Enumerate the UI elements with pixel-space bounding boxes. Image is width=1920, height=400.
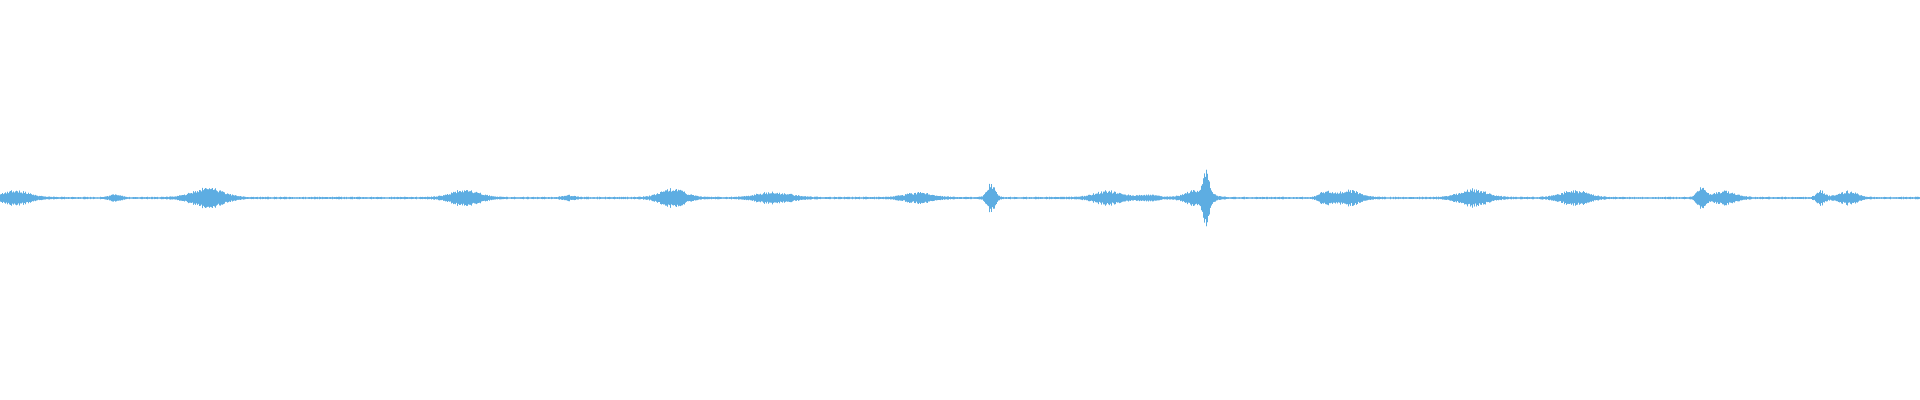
waveform-bars — [0, 169, 1920, 227]
waveform-amplitude-path — [0, 169, 1920, 227]
